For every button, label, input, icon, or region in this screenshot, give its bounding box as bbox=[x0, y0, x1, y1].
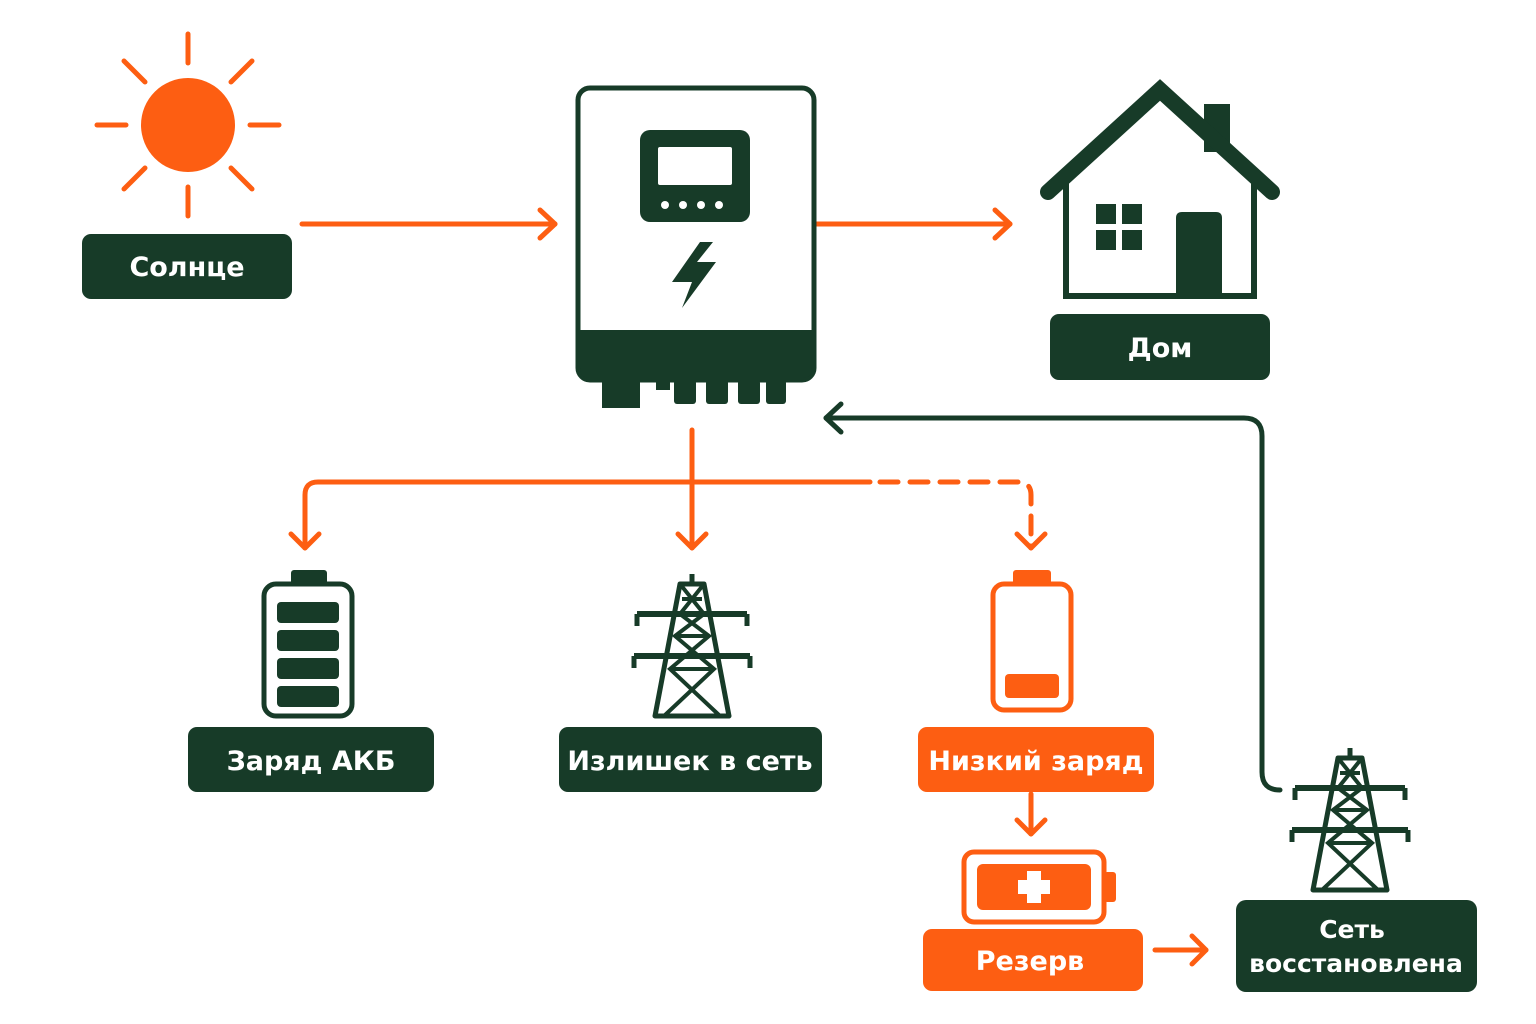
battery-low-icon bbox=[990, 570, 1074, 713]
battery-charge-label: Заряд АКБ bbox=[227, 746, 396, 777]
grid-export-node: Излишек в сеть bbox=[559, 727, 822, 792]
edge-inverter-low-charge bbox=[877, 479, 1048, 551]
reserve-label: Резерв bbox=[976, 946, 1085, 977]
house-node: Дом bbox=[1050, 314, 1270, 380]
edge-inverter-branches bbox=[288, 427, 873, 551]
grid-restored-node: Сеть восстановлена bbox=[1236, 900, 1477, 992]
edge-low-charge-reserve bbox=[1014, 791, 1048, 837]
inverter-icon bbox=[575, 85, 817, 408]
power-tower-icon bbox=[634, 574, 750, 716]
battery-charge-node: Заряд АКБ bbox=[188, 727, 434, 792]
power-tower-icon bbox=[1292, 748, 1408, 890]
low-charge-label: Низкий заряд bbox=[928, 746, 1143, 777]
grid-export-label: Излишек в сеть bbox=[567, 746, 812, 777]
grid-restored-label-line1: Сеть bbox=[1319, 915, 1385, 944]
edge-sun-inverter bbox=[299, 207, 558, 241]
sun-node: Солнце bbox=[82, 234, 292, 299]
house-label: Дом bbox=[1128, 333, 1193, 364]
battery-full-icon bbox=[261, 570, 355, 719]
sun-label: Солнце bbox=[129, 252, 244, 283]
edge-reserve-grid bbox=[1152, 933, 1209, 967]
house-icon bbox=[1040, 79, 1280, 299]
low-charge-node: Низкий заряд bbox=[918, 727, 1154, 792]
battery-plus-icon bbox=[961, 849, 1116, 925]
edge-grid-inverter bbox=[823, 401, 1283, 793]
edge-inverter-house bbox=[813, 207, 1013, 241]
grid-restored-label-line2: восстановлена bbox=[1249, 949, 1463, 978]
reserve-node: Резерв bbox=[923, 929, 1143, 991]
sun-icon bbox=[94, 31, 282, 219]
